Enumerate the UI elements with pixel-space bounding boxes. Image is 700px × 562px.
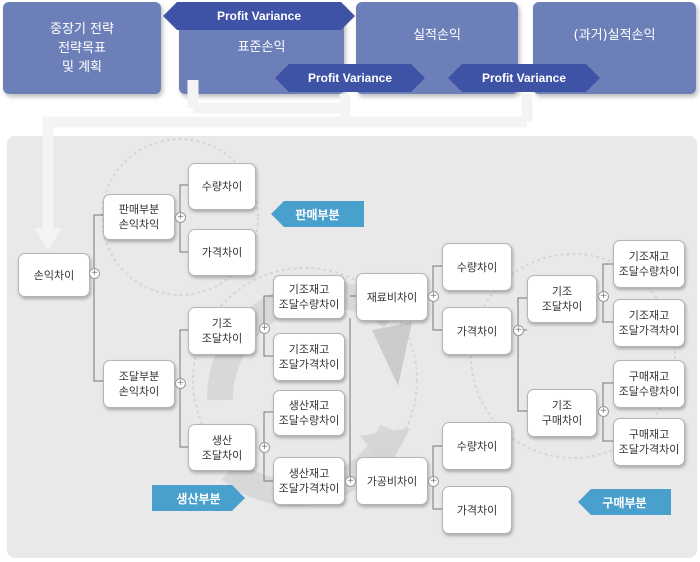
- node-processing-price-label: 가격차이: [456, 503, 498, 517]
- node-material-variance-label: 재료비차이: [366, 290, 418, 304]
- cycle-arrow-head-2: [360, 428, 410, 470]
- node-right-base-stock-qty: 기조재고 조달수량차이: [613, 240, 685, 288]
- purchase-circle-decoration: [470, 253, 676, 459]
- node-purchase-stock-qty-label: 구매재고 조달수량차이: [618, 370, 680, 398]
- tag-purchase-section: 구매부분: [578, 489, 671, 515]
- node-production-procurement: 생산 조달차이: [188, 424, 256, 471]
- node-sales-variance-label: 판매부분 손익차익: [118, 203, 160, 231]
- plus-icon: +: [345, 476, 356, 487]
- plus-icon: +: [259, 442, 270, 453]
- standard-pl-label: 표준손익: [237, 40, 286, 55]
- cycle-arrow-head: [372, 322, 412, 386]
- sales-circle-decoration: [101, 138, 259, 296]
- node-sales-price: 가격차이: [188, 229, 256, 276]
- node-production-stock-price-label: 생산재고 조달가격차이: [278, 467, 340, 495]
- node-production-stock-qty: 생산재고 조달수량차이: [273, 390, 345, 436]
- node-sales-qty-label: 수량차이: [201, 180, 243, 193]
- node-procurement-variance-label: 조달부분 손익차이: [118, 370, 160, 398]
- plus-icon: +: [428, 476, 439, 487]
- node-production-stock-qty-label: 생산재고 조달수량차이: [278, 399, 340, 427]
- plus-icon: +: [428, 291, 439, 302]
- plus-icon: +: [259, 323, 270, 334]
- profit-variance-badge-3: Profit Variance: [448, 64, 600, 92]
- past-actual-pl-label: (과거)실적손익: [573, 27, 656, 43]
- actual-pl-label: 실적손익: [413, 27, 461, 43]
- node-base-purchase: 기조 구매차이: [527, 389, 597, 437]
- tag-sales-label: 판매부분: [295, 207, 340, 222]
- node-sales-qty: 수량차이: [188, 163, 256, 210]
- profit-variance-label-3: Profit Variance: [481, 71, 567, 85]
- tag-production-label: 생산부분: [176, 491, 221, 506]
- node-purchase-stock-price-label: 구매재고 조달가격차이: [618, 428, 680, 456]
- node-material-variance: 재료비차이: [356, 273, 428, 321]
- node-processing-variance: 가공비차이: [356, 457, 428, 505]
- node-material-price-label: 가격차이: [456, 324, 498, 338]
- tag-sales-section: 판매부분: [271, 201, 364, 227]
- node-processing-qty: 수량차이: [442, 422, 512, 470]
- node-sales-variance: 판매부분 손익차익: [103, 194, 175, 240]
- profit-variance-badge-2: Profit Variance: [275, 64, 425, 92]
- plus-icon: +: [598, 406, 609, 417]
- node-profit-variance-label: 손익차이: [33, 268, 75, 282]
- strategy-label: 중장기 전략 전략목표 및 계획: [50, 21, 114, 75]
- node-base-purchase-label: 기조 구매차이: [541, 399, 583, 427]
- node-profit-variance: 손익차이: [18, 253, 90, 297]
- node-processing-price: 가격차이: [442, 486, 512, 534]
- node-base-procurement-label: 기조 조달차이: [201, 317, 243, 345]
- node-base-stock-qty-label: 기조재고 조달수량차이: [278, 283, 340, 311]
- node-purchase-stock-qty: 구매재고 조달수량차이: [613, 360, 685, 408]
- node-purchase-stock-price: 구매재고 조달가격차이: [613, 418, 685, 466]
- node-base-stock-price-label: 기조재고 조달가격차이: [278, 343, 340, 371]
- node-right-base-stock-price-label: 기조재고 조달가격차이: [618, 309, 680, 337]
- node-right-base-procurement: 기조 조달차이: [527, 275, 597, 323]
- plus-icon: +: [89, 268, 100, 279]
- node-material-qty: 수량차이: [442, 243, 512, 291]
- plus-icon: +: [175, 378, 186, 389]
- node-base-stock-qty: 기조재고 조달수량차이: [273, 275, 345, 319]
- node-right-base-procurement-label: 기조 조달차이: [541, 285, 583, 313]
- profit-variance-label-2: Profit Variance: [307, 71, 393, 85]
- node-base-stock-price: 기조재고 조달가격차이: [273, 333, 345, 381]
- node-sales-price-label: 가격차이: [201, 246, 243, 259]
- node-processing-qty-label: 수량차이: [456, 439, 498, 453]
- node-production-stock-price: 생산재고 조달가격차이: [273, 457, 345, 505]
- node-material-price: 가격차이: [442, 307, 512, 355]
- node-right-base-stock-qty-label: 기조재고 조달수량차이: [618, 250, 680, 278]
- plus-icon: +: [513, 325, 524, 336]
- node-procurement-variance: 조달부분 손익차이: [103, 360, 175, 408]
- plus-icon: +: [598, 291, 609, 302]
- profit-variance-badge-1: Profit Variance: [163, 2, 355, 30]
- node-production-procurement-label: 생산 조달차이: [201, 433, 243, 462]
- tag-production-section: 생산부분: [152, 485, 245, 511]
- strategy-box: 중장기 전략 전략목표 및 계획: [3, 2, 161, 94]
- node-base-procurement: 기조 조달차이: [188, 307, 256, 355]
- node-material-qty-label: 수량차이: [456, 260, 498, 274]
- tag-purchase-label: 구매부분: [602, 495, 647, 510]
- profit-variance-label-1: Profit Variance: [216, 9, 302, 23]
- plus-icon: +: [175, 212, 186, 223]
- node-right-base-stock-price: 기조재고 조달가격차이: [613, 299, 685, 347]
- node-processing-variance-label: 가공비차이: [366, 474, 418, 488]
